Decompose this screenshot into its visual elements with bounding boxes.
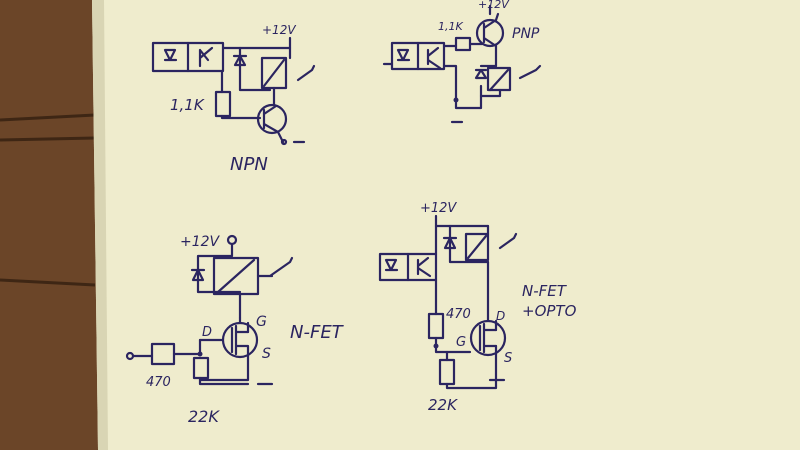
nfet-source-label: S [262,346,271,362]
nfet-pulldown-label: 22K [188,407,220,426]
nfet-circuit: +12V D G S 470 22K N-FET [125,234,345,426]
nfet-supply-label: +12V [180,234,221,250]
npn-supply-label: +12V [262,23,296,37]
npn-circuit: +12V 1,1K NPN [151,23,316,175]
npn-type-label: NPN [230,154,268,175]
opto-type-label-2: +OPTO [522,302,577,320]
pnp-resistor-label: 1,1K [438,20,463,33]
opto-pulldown-label: 22K [428,396,458,414]
opto-type-label-1: N-FET [522,282,568,300]
opto-source-label: S [504,351,512,366]
pnp-circuit: 1,1K +12V PNP [382,0,542,124]
pnp-type-label: PNP [512,26,540,42]
opto-gate-res-label: 470 [446,307,471,322]
npn-resistor-label: 1,1K [170,96,205,114]
nfet-type-label: N-FET [290,322,345,343]
opto-drain-label: D [496,309,505,323]
nfet-gate-label: G [256,314,267,330]
opto-gate-label: G [456,335,466,350]
nfet-drain-label: D [202,325,212,340]
nfet-opto-circuit: +12V 470 G D S 22K N-FET +OPTO [378,201,577,414]
pnp-supply-label: +12V [478,0,510,11]
nfet-gate-res-label: 470 [146,375,171,390]
opto-supply-label: +12V [420,201,457,216]
